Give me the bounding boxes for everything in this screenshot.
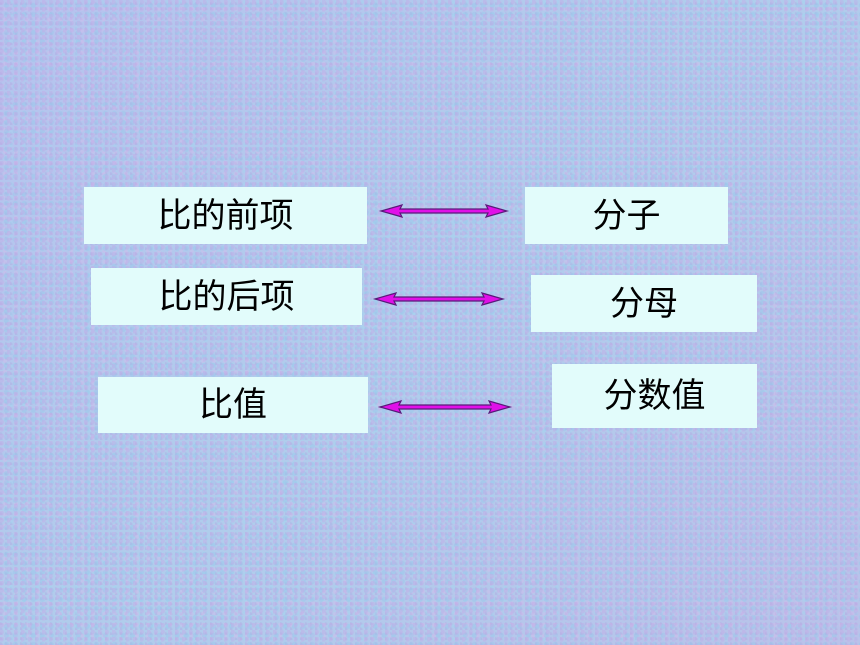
right-term-text-2: 分母 <box>610 283 678 324</box>
right-term-box-3: 分数值 <box>552 364 757 428</box>
left-term-text-2: 比的后项 <box>158 276 295 317</box>
left-term-text-3: 比值 <box>199 385 267 425</box>
right-term-box-2: 分母 <box>531 275 757 332</box>
left-term-box-2: 比的后项 <box>91 268 362 325</box>
right-term-box-1: 分子 <box>525 187 728 244</box>
right-term-text-1: 分子 <box>592 195 661 236</box>
right-term-text-3: 分数值 <box>603 376 706 416</box>
left-term-box-3: 比值 <box>98 377 368 433</box>
double-headed-arrow-icon <box>377 400 513 414</box>
double-headed-arrow-icon <box>378 204 510 218</box>
left-term-box-1: 比的前项 <box>84 187 367 244</box>
double-headed-arrow-icon <box>372 292 506 306</box>
left-term-text-1: 比的前项 <box>157 195 294 236</box>
